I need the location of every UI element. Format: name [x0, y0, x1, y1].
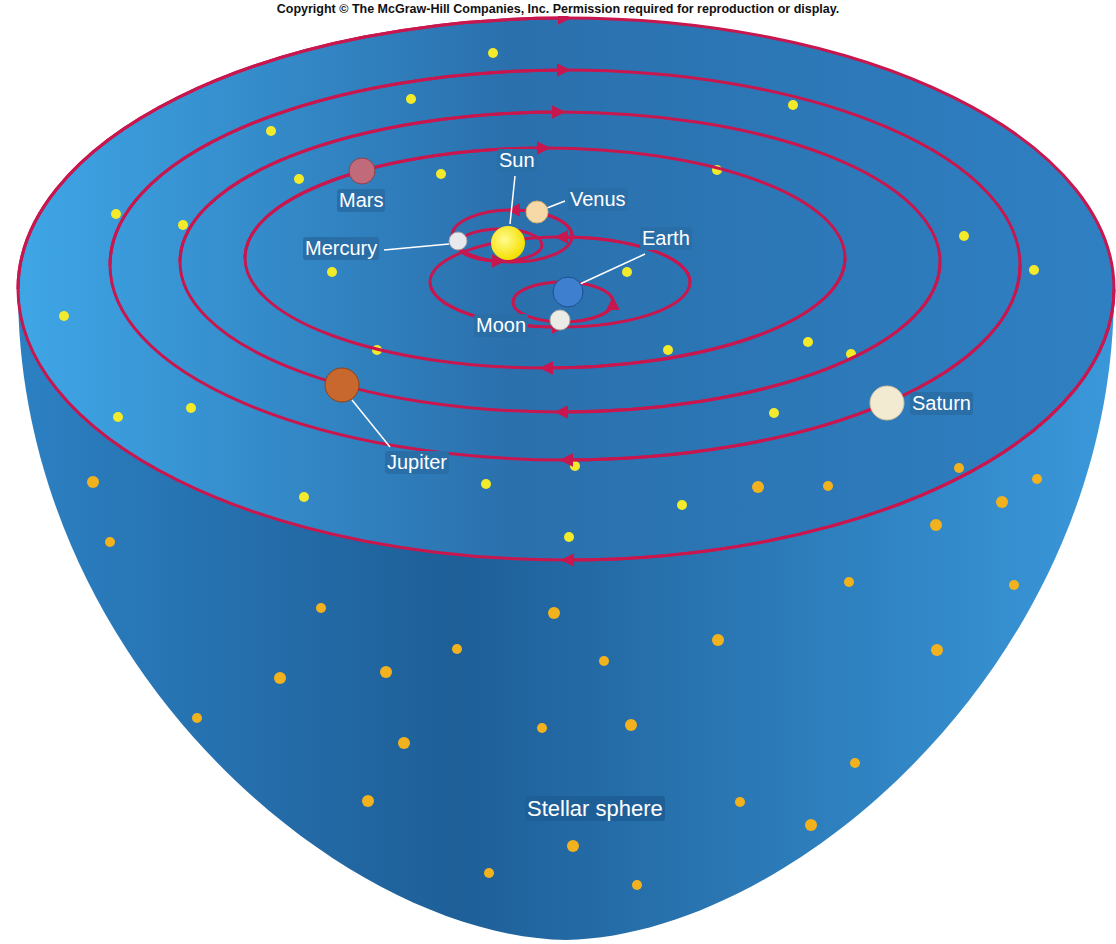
star — [380, 666, 392, 678]
star — [87, 476, 99, 488]
star — [1029, 265, 1039, 275]
earth-planet — [553, 277, 583, 307]
star — [537, 723, 547, 733]
moon-body — [550, 310, 570, 330]
star — [59, 311, 69, 321]
star — [931, 644, 943, 656]
celestial-plane — [18, 18, 1114, 560]
star — [299, 492, 309, 502]
planet-label: Earth — [640, 227, 692, 250]
body-label: Moon — [474, 314, 528, 337]
star — [769, 408, 779, 418]
orbit-arrow — [110, 70, 565, 265]
star — [752, 481, 764, 493]
orbit-arrow — [545, 258, 845, 368]
star — [850, 758, 860, 768]
stellar-rim — [18, 18, 1114, 560]
star — [632, 880, 642, 890]
star — [398, 737, 410, 749]
planet-label: Mercury — [303, 237, 379, 260]
star — [481, 479, 491, 489]
leader-line — [547, 201, 565, 208]
sun-body — [491, 226, 525, 260]
orbit — [452, 210, 572, 262]
star — [803, 337, 813, 347]
leader-line — [580, 254, 645, 284]
orbit-arrow — [566, 289, 1114, 560]
planet-label: Jupiter — [385, 451, 449, 474]
star — [436, 169, 446, 179]
star — [823, 481, 833, 491]
body-label: Sun — [497, 149, 537, 172]
planet-label: Saturn — [910, 392, 973, 415]
star — [294, 174, 304, 184]
star — [996, 496, 1008, 508]
star — [1009, 580, 1019, 590]
star-field — [87, 463, 1042, 890]
star — [954, 463, 964, 473]
star — [599, 656, 609, 666]
star — [113, 412, 123, 422]
leader-line — [352, 400, 390, 447]
star — [105, 537, 115, 547]
star — [663, 345, 673, 355]
orbit — [180, 112, 940, 412]
mars-planet — [349, 158, 375, 184]
leader-line — [384, 244, 449, 250]
star — [1032, 474, 1042, 484]
star — [930, 519, 942, 531]
star — [484, 868, 494, 878]
venus-planet — [526, 201, 548, 223]
sphere-label: Stellar sphere — [525, 796, 665, 821]
star — [192, 713, 202, 723]
star — [316, 603, 326, 613]
planet-label: Venus — [568, 188, 628, 211]
star — [622, 267, 632, 277]
star-field — [59, 48, 1039, 542]
star — [178, 220, 188, 230]
star — [564, 532, 574, 542]
planet-label: Mars — [337, 189, 385, 212]
star — [266, 126, 276, 136]
star — [735, 797, 745, 807]
star — [327, 267, 337, 277]
star — [844, 577, 854, 587]
orbit-arrow — [180, 112, 560, 262]
orbit-lines — [18, 18, 1114, 560]
leader-lines — [352, 176, 645, 447]
star — [452, 644, 462, 654]
star — [488, 48, 498, 58]
orbit — [245, 148, 845, 368]
star — [111, 209, 121, 219]
star — [625, 719, 637, 731]
star — [788, 100, 798, 110]
star — [362, 795, 374, 807]
jupiter-planet — [325, 368, 359, 402]
mercury-planet — [449, 232, 467, 250]
copyright-note: Copyright © The McGraw-Hill Companies, I… — [275, 2, 842, 16]
star — [712, 634, 724, 646]
star — [406, 94, 416, 104]
star — [570, 461, 580, 471]
star — [186, 403, 196, 413]
leader-line — [510, 176, 515, 224]
star — [548, 607, 560, 619]
star — [274, 672, 286, 684]
star — [959, 231, 969, 241]
star — [677, 500, 687, 510]
star — [805, 819, 817, 831]
star — [567, 840, 579, 852]
orbit — [110, 70, 1020, 460]
saturn-planet — [870, 386, 904, 420]
orbit-arrow — [18, 18, 566, 289]
